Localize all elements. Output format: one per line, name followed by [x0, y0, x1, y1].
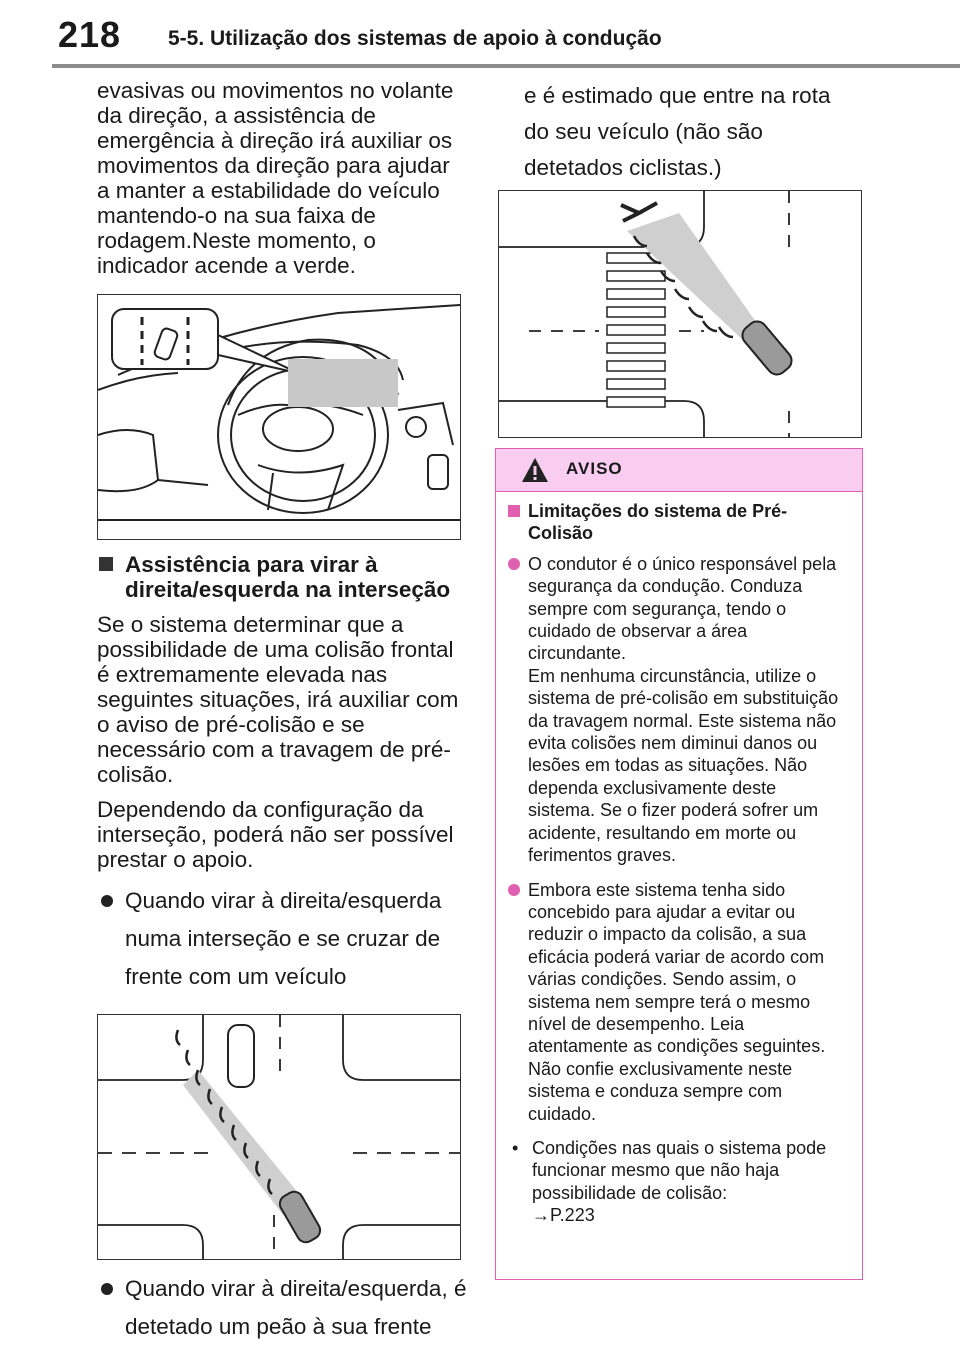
warning-subitem-text: Condições nas quais o sistema pode funci… — [532, 1137, 848, 1227]
paragraph-1: Se o sistema determinar que a possibilid… — [97, 612, 459, 787]
page-number: 218 — [58, 14, 122, 55]
intersection-car-illustration — [98, 1015, 460, 1259]
warning-heading-text: Limitações do sistema de Pré-Colisão — [528, 501, 788, 544]
continuation-paragraph: e é estimado que entre na rota do seu ve… — [524, 83, 831, 180]
square-bullet-icon — [508, 505, 520, 517]
bullet-dot-icon — [101, 1283, 113, 1295]
paragraph-2: Dependendo da configuração da interseção… — [97, 797, 454, 872]
section-heading-text: Assistência para virar à direita/esquerd… — [125, 552, 451, 602]
list-item: Quando virar à direita/esquerda, é detet… — [97, 1270, 467, 1346]
warning-subitem: • Condições nas quais o sistema pode fun… — [508, 1137, 848, 1227]
bullet-dot-icon — [101, 895, 113, 907]
bullet-dot-icon — [508, 557, 520, 570]
warning-item: O condutor é o único responsável pela se… — [508, 553, 848, 867]
header-rule — [52, 64, 960, 68]
section-heading: Assistência para virar à direita/esquerd… — [97, 552, 467, 602]
list-item-text: Quando virar à direita/esquerda numa int… — [125, 888, 442, 989]
subitem-text: Condições nas quais o sistema pode funci… — [532, 1137, 827, 1203]
warning-item: Embora este sistema tenha sido concebido… — [508, 879, 848, 1125]
warning-body: Limitações do sistema de Pré-Colisão O c… — [496, 492, 862, 1227]
warning-item-text: Embora este sistema tenha sido concebido… — [528, 879, 826, 1124]
warning-box: AVISO Limitações do sistema de Pré-Colis… — [495, 448, 863, 1280]
intersection-vehicle-illustration — [97, 1014, 461, 1260]
list-item-text: Quando virar à direita/esquerda, é detet… — [125, 1276, 467, 1339]
square-bullet-icon — [99, 557, 113, 571]
page-reference-link[interactable]: →P.223 — [532, 1205, 595, 1226]
intro-paragraph: evasivas ou movimentos no volante da dir… — [97, 78, 454, 278]
warning-item-text: O condutor é o único responsável pela se… — [528, 553, 839, 866]
steering-wheel-illustration — [97, 304, 461, 521]
bullet-dot-icon — [508, 883, 520, 896]
warning-heading: Limitações do sistema de Pré-Colisão — [508, 500, 848, 545]
warning-header: AVISO — [496, 449, 862, 492]
small-bullet-icon: • — [512, 1137, 519, 1158]
dashboard-illustration — [97, 294, 461, 540]
page-header: 218 5-5. Utilização dos sistemas de apoi… — [0, 0, 960, 70]
pedestrian-crossing-illustration — [498, 190, 862, 438]
section-title: 5-5. Utilização dos sistemas de apoio à … — [168, 27, 662, 50]
crosswalk-pedestrian-illustration — [499, 191, 793, 437]
warning-triangle-icon — [522, 458, 548, 482]
warning-title: AVISO — [566, 459, 623, 478]
list-item: Quando virar à direita/esquerda numa int… — [97, 882, 467, 996]
left-column: evasivas ou movimentos no volante da dir… — [97, 78, 467, 1346]
